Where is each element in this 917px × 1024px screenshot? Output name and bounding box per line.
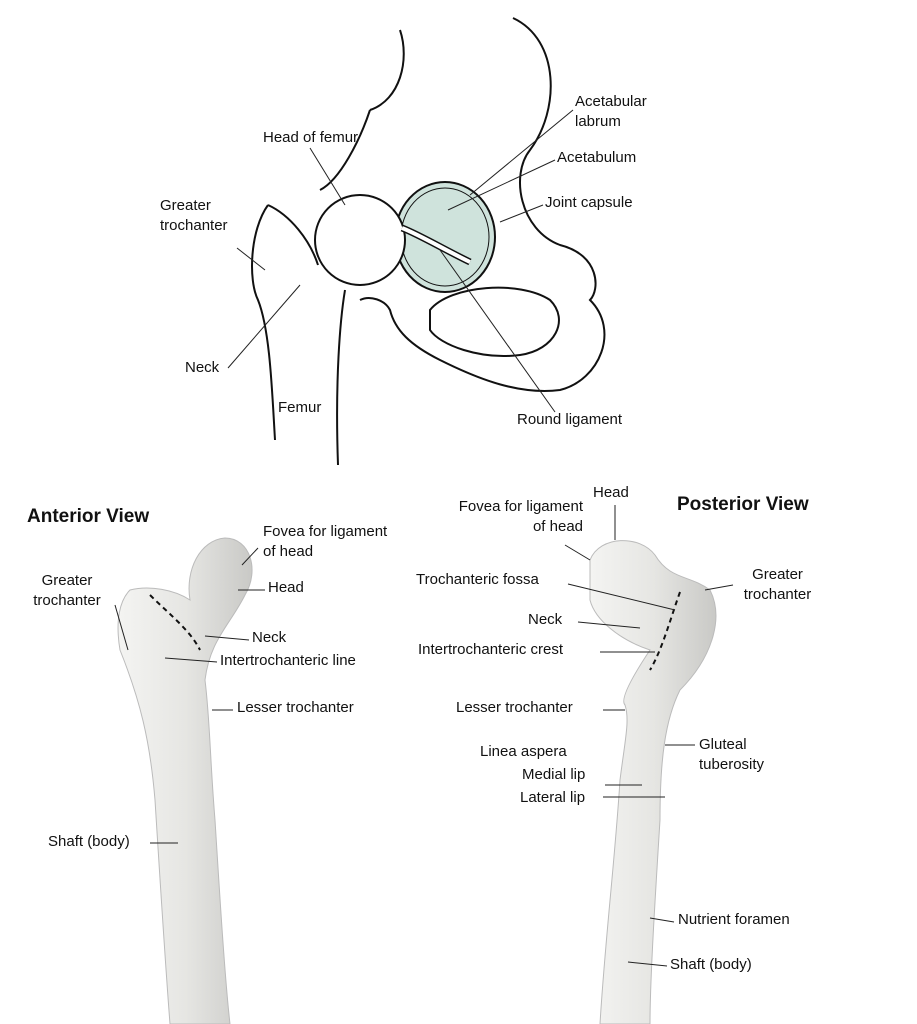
label-line: Greater: [160, 197, 211, 214]
label-line: of head: [263, 543, 314, 560]
label-neck-posterior: Neck: [528, 611, 563, 628]
label-line: tuberosity: [699, 756, 765, 773]
label-lesser-trochanter-posterior: Lesser trochanter: [456, 699, 573, 716]
posterior-femur-drawing: [589, 540, 717, 1024]
posterior-view-title: Posterior View: [677, 494, 809, 515]
label-acetabular-labrum: Acetabular labrum: [575, 92, 647, 132]
label-line: Fovea for ligament: [458, 498, 583, 515]
label-fovea-posterior: Fovea for ligament of head: [420, 497, 583, 537]
hip-joint-drawing: [251, 17, 606, 466]
label-line: trochanter: [160, 217, 228, 234]
label-line: Acetabular: [575, 93, 647, 110]
anterior-femur-drawing: [117, 537, 253, 1024]
label-head-of-femur: Head of femur: [263, 129, 359, 146]
pelvis-outline: [359, 17, 606, 392]
label-round-ligament: Round ligament: [517, 411, 623, 428]
label-greater-trochanter-anterior: Greater trochanter: [12, 571, 122, 611]
label-femur: Femur: [278, 399, 322, 416]
acetabulum: [394, 181, 496, 293]
label-acetabulum: Acetabulum: [557, 149, 637, 166]
label-greater-trochanter-hip: Greater trochanter: [160, 196, 228, 236]
label-line: of head: [532, 518, 583, 535]
label-greater-trochanter-posterior: Greater trochanter: [730, 565, 825, 605]
label-gluteal-tuberosity: Gluteal tuberosity: [699, 735, 764, 775]
femur-outline: [251, 204, 346, 466]
label-intertrochanteric-line: Intertrochanteric line: [220, 652, 356, 669]
label-line: Fovea for ligament: [263, 523, 388, 540]
label-joint-capsule: Joint capsule: [545, 194, 633, 211]
label-line: Greater: [41, 572, 93, 589]
label-head-anterior: Head: [268, 579, 304, 596]
label-line: Gluteal: [699, 736, 747, 753]
label-line: labrum: [575, 113, 621, 130]
label-line: trochanter: [33, 592, 101, 609]
label-head-posterior: Head: [593, 484, 629, 501]
femoral-head: [314, 194, 406, 286]
anterior-view-title: Anterior View: [27, 506, 150, 527]
label-lateral-lip: Lateral lip: [520, 789, 586, 806]
label-nutrient-foramen: Nutrient foramen: [678, 911, 790, 928]
label-intertrochanteric-crest: Intertrochanteric crest: [418, 641, 564, 658]
label-line: trochanter: [743, 586, 812, 603]
label-line: Greater: [752, 566, 803, 583]
label-neck-hip: Neck: [185, 359, 220, 376]
label-fovea-anterior: Fovea for ligament of head: [263, 522, 387, 562]
label-neck-anterior: Neck: [252, 629, 287, 646]
label-linea-aspera: Linea aspera: [480, 743, 567, 760]
label-shaft-anterior: Shaft (body): [48, 833, 130, 850]
label-lesser-trochanter-anterior: Lesser trochanter: [237, 699, 354, 716]
label-shaft-posterior: Shaft (body): [670, 956, 752, 973]
label-trochanteric-fossa: Trochanteric fossa: [416, 571, 539, 588]
label-medial-lip: Medial lip: [522, 766, 586, 783]
hip-leader-lines: [227, 109, 574, 413]
obturator-foramen: [429, 286, 560, 357]
